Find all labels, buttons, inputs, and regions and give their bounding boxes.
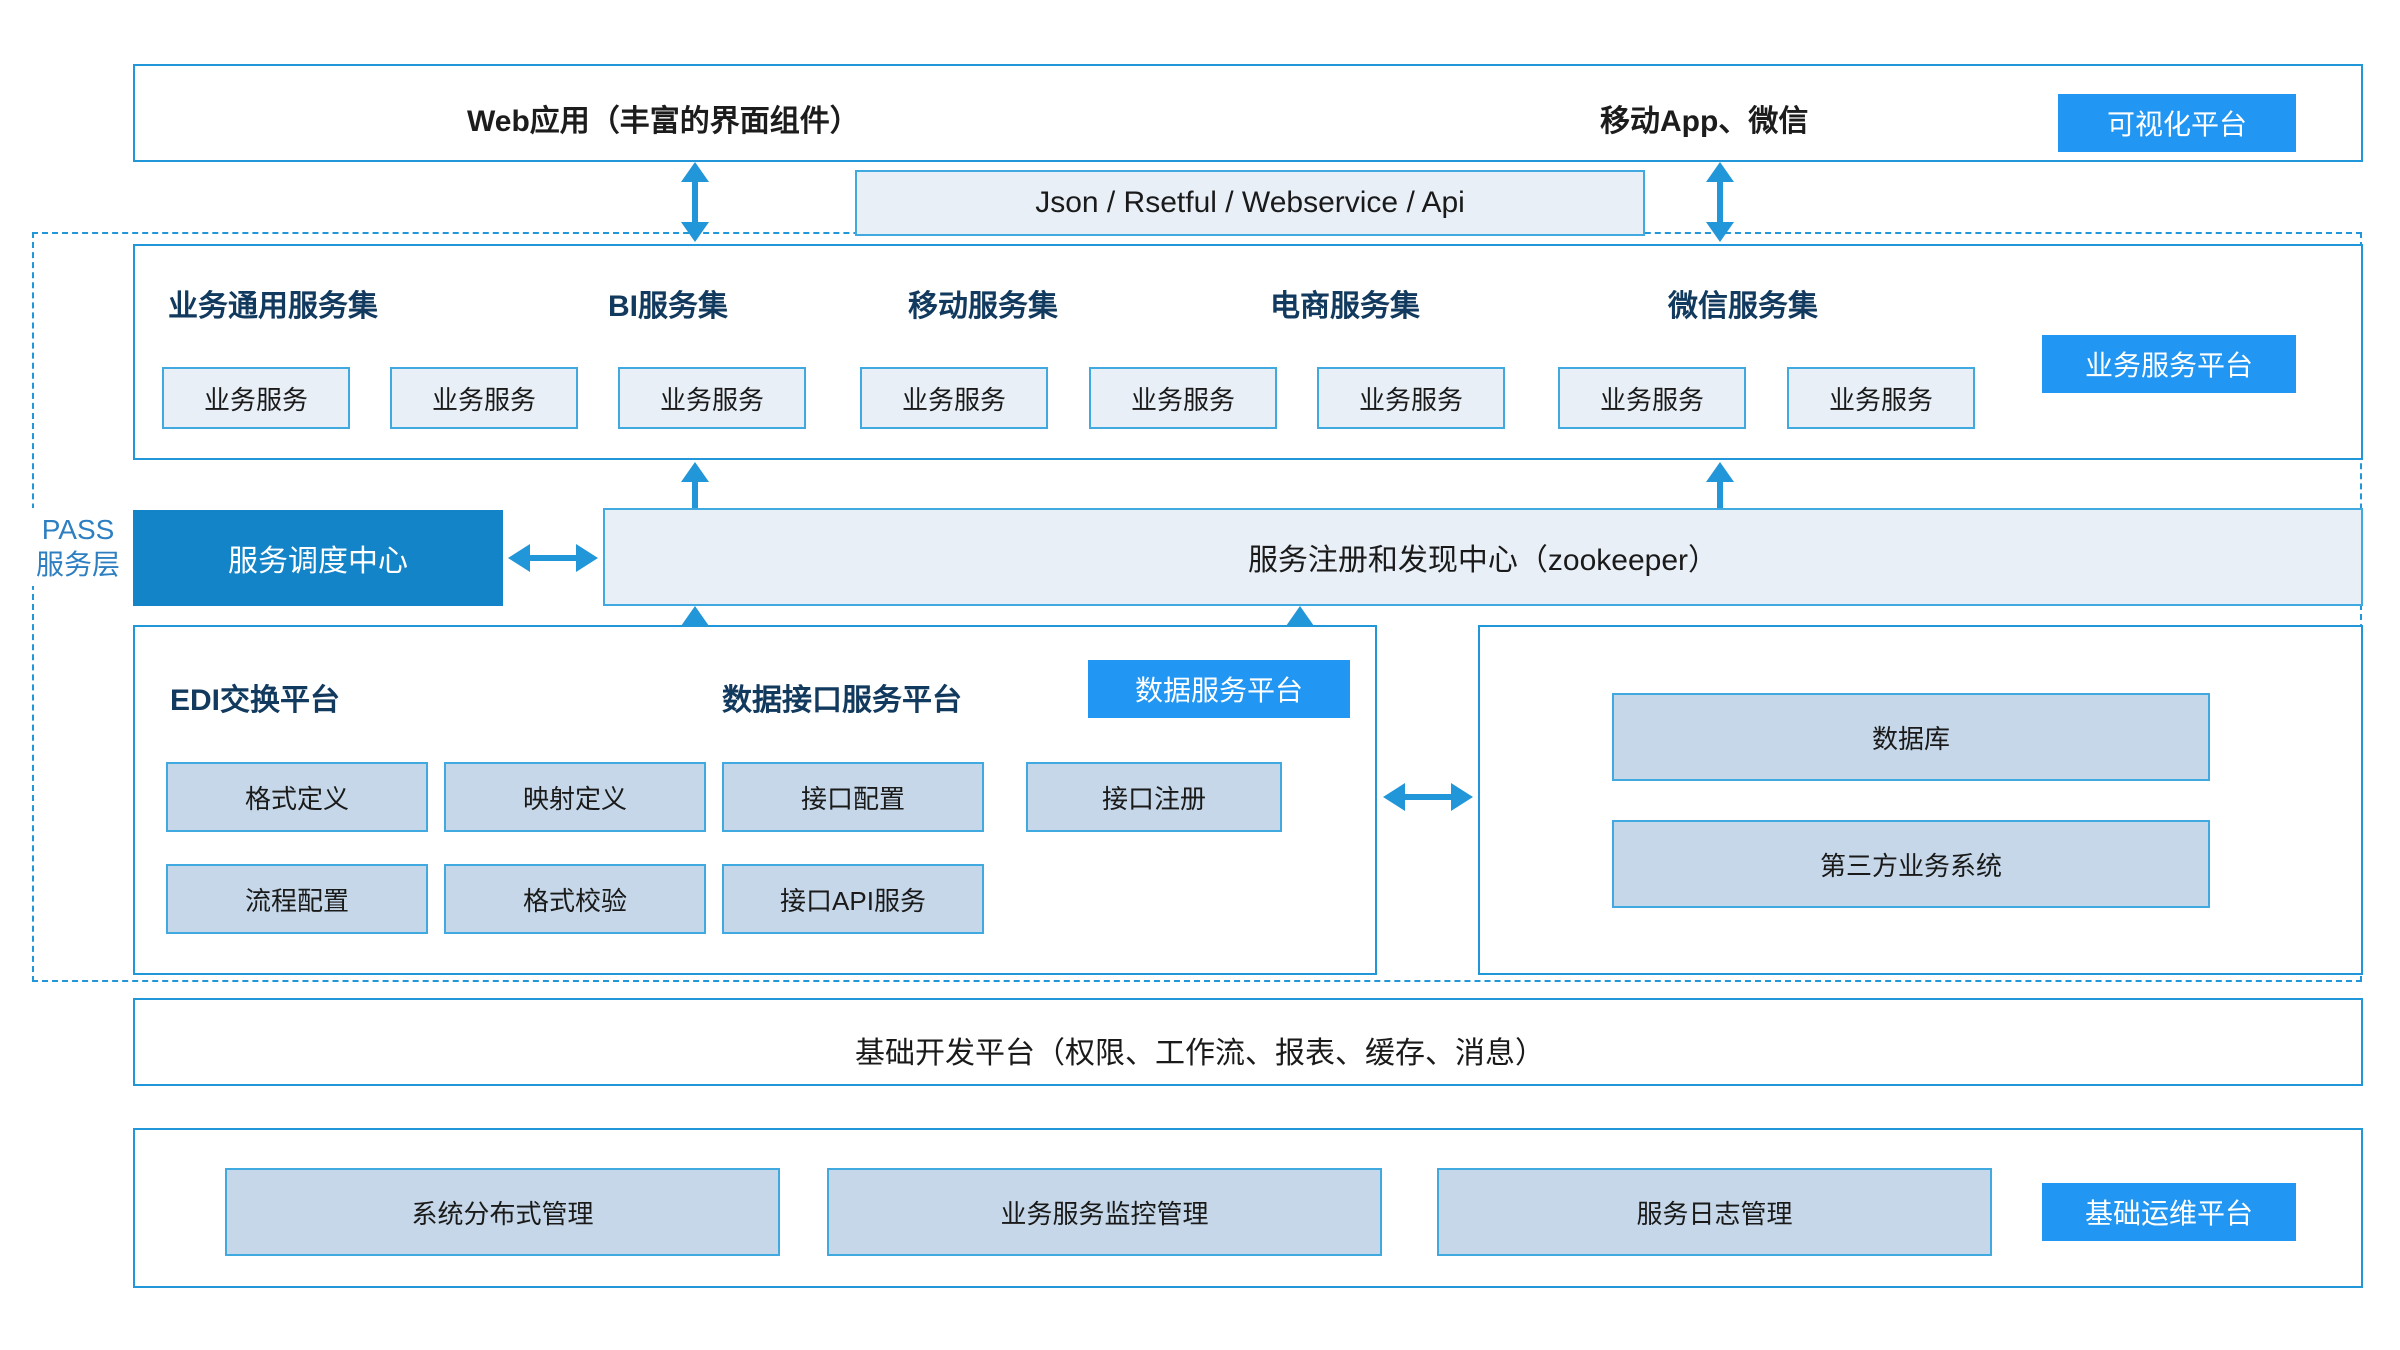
group-title-bi: BI服务集: [608, 290, 728, 323]
presentation-layer-panel: [133, 64, 2363, 162]
ops-item-service-monitor[interactable]: 业务服务监控管理: [827, 1168, 1382, 1256]
visualization-platform-badge[interactable]: 可视化平台: [2058, 94, 2296, 152]
protocol-bar: Json / Rsetful / Webservice / Api: [855, 170, 1645, 236]
arrow-data-platform-to-external: [1383, 783, 1473, 811]
api-interface-config[interactable]: 接口配置: [722, 762, 984, 832]
service-chip[interactable]: 业务服务: [618, 367, 806, 429]
service-chip[interactable]: 业务服务: [1787, 367, 1975, 429]
base-dev-platform-panel: [133, 998, 2363, 1086]
service-dispatch-center[interactable]: 服务调度中心: [133, 510, 503, 606]
group-title-ecommerce: 电商服务集: [1270, 290, 1420, 323]
service-chip[interactable]: 业务服务: [390, 367, 578, 429]
pass-layer-label: PASS 服务层: [22, 508, 134, 586]
service-chip[interactable]: 业务服务: [1317, 367, 1505, 429]
group-title-mobile: 移动服务集: [908, 290, 1058, 323]
ops-platform-badge[interactable]: 基础运维平台: [2042, 1183, 2296, 1241]
service-chip[interactable]: 业务服务: [1089, 367, 1277, 429]
group-title-common: 业务通用服务集: [168, 290, 378, 323]
web-app-title: Web应用（丰富的界面组件）: [467, 105, 860, 138]
api-interface-register[interactable]: 接口注册: [1026, 762, 1282, 832]
edi-format-validation[interactable]: 格式校验: [444, 864, 706, 934]
service-chip[interactable]: 业务服务: [860, 367, 1048, 429]
database-box[interactable]: 数据库: [1612, 693, 2210, 781]
base-dev-platform-label: 基础开发平台（权限、工作流、报表、缓存、消息）: [855, 1037, 1545, 1070]
api-interface-service[interactable]: 接口API服务: [722, 864, 984, 934]
arrow-web-to-services: [681, 162, 709, 242]
group-title-wechat: 微信服务集: [1668, 290, 1818, 323]
pass-layer-label-line1: PASS: [41, 514, 115, 545]
arrow-dispatch-to-registry: [508, 544, 598, 572]
edi-process-config[interactable]: 流程配置: [166, 864, 428, 934]
ops-item-distributed-mgmt[interactable]: 系统分布式管理: [225, 1168, 780, 1256]
edi-mapping-definition[interactable]: 映射定义: [444, 762, 706, 832]
mobile-app-title: 移动App、微信: [1600, 105, 1809, 138]
service-registry-center: 服务注册和发现中心（zookeeper）: [603, 508, 2363, 606]
pass-layer-label-line2: 服务层: [35, 549, 120, 580]
service-chip[interactable]: 业务服务: [162, 367, 350, 429]
ops-item-service-log[interactable]: 服务日志管理: [1437, 1168, 1992, 1256]
business-service-platform-badge[interactable]: 业务服务平台: [2042, 335, 2296, 393]
data-service-platform-badge[interactable]: 数据服务平台: [1088, 660, 1350, 718]
third-party-system-box[interactable]: 第三方业务系统: [1612, 820, 2210, 908]
service-chip[interactable]: 业务服务: [1558, 367, 1746, 429]
edi-platform-title: EDI交换平台: [170, 684, 341, 717]
edi-format-definition[interactable]: 格式定义: [166, 762, 428, 832]
arrow-mobile-to-services: [1706, 162, 1734, 242]
external-systems-panel: [1478, 625, 2363, 975]
api-platform-title: 数据接口服务平台: [722, 684, 962, 717]
